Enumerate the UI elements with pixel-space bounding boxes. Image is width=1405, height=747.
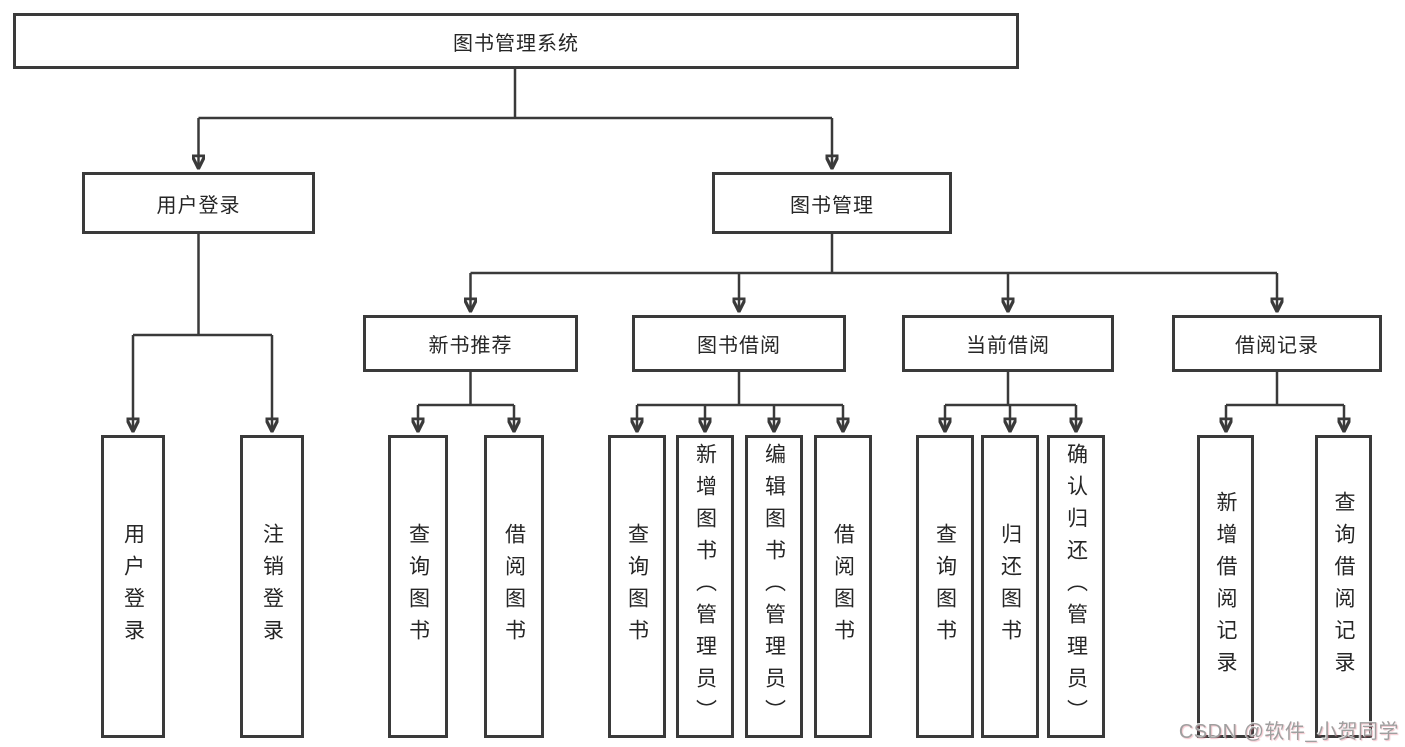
leaf-newbook-query-books: 查询图书 xyxy=(388,435,448,738)
leaf-logout: 注销登录 xyxy=(240,435,304,738)
leaf-borrow-add-books-admin-label: 新增图书（管理员） xyxy=(693,442,717,731)
node-book-borrow: 图书借阅 xyxy=(632,315,846,372)
node-user-login: 用户登录 xyxy=(82,172,315,234)
leaf-borrow-query-books-label: 查询图书 xyxy=(625,522,649,651)
leaf-borrow-query-books: 查询图书 xyxy=(608,435,666,738)
leaf-current-query-books-label: 查询图书 xyxy=(933,522,957,651)
leaf-current-return-books: 归还图书 xyxy=(981,435,1039,738)
node-current-borrow: 当前借阅 xyxy=(902,315,1114,372)
leaf-records-query-record-label: 查询借阅记录 xyxy=(1332,490,1355,683)
leaf-borrow-borrow-books: 借阅图书 xyxy=(814,435,872,738)
leaf-current-confirm-return-admin-label: 确认归还（管理员） xyxy=(1064,442,1088,731)
leaf-newbook-query-books-label: 查询图书 xyxy=(406,522,430,651)
leaf-current-confirm-return-admin: 确认归还（管理员） xyxy=(1047,435,1105,738)
node-book-management: 图书管理 xyxy=(712,172,952,234)
leaf-current-return-books-label: 归还图书 xyxy=(998,522,1022,651)
leaf-borrow-borrow-books-label: 借阅图书 xyxy=(831,522,855,651)
leaf-records-add-record-label: 新增借阅记录 xyxy=(1214,490,1237,683)
leaf-user-login-label: 用户登录 xyxy=(121,522,145,651)
leaf-logout-label: 注销登录 xyxy=(260,522,284,651)
node-borrow-records: 借阅记录 xyxy=(1172,315,1382,372)
leaf-borrow-edit-books-admin: 编辑图书（管理员） xyxy=(745,435,803,738)
node-library-management-system: 图书管理系统 xyxy=(13,13,1019,69)
leaf-borrow-add-books-admin: 新增图书（管理员） xyxy=(676,435,734,738)
leaf-newbook-borrow-books-label: 借阅图书 xyxy=(502,522,526,651)
csdn-watermark: CSDN @软件_小贺同学 xyxy=(1178,721,1399,743)
leaf-records-query-record: 查询借阅记录 xyxy=(1315,435,1372,738)
leaf-borrow-edit-books-admin-label: 编辑图书（管理员） xyxy=(762,442,786,731)
leaf-records-add-record: 新增借阅记录 xyxy=(1197,435,1254,738)
leaf-current-query-books: 查询图书 xyxy=(916,435,974,738)
node-new-book-recommend: 新书推荐 xyxy=(363,315,578,372)
leaf-newbook-borrow-books: 借阅图书 xyxy=(484,435,544,738)
leaf-user-login: 用户登录 xyxy=(101,435,165,738)
